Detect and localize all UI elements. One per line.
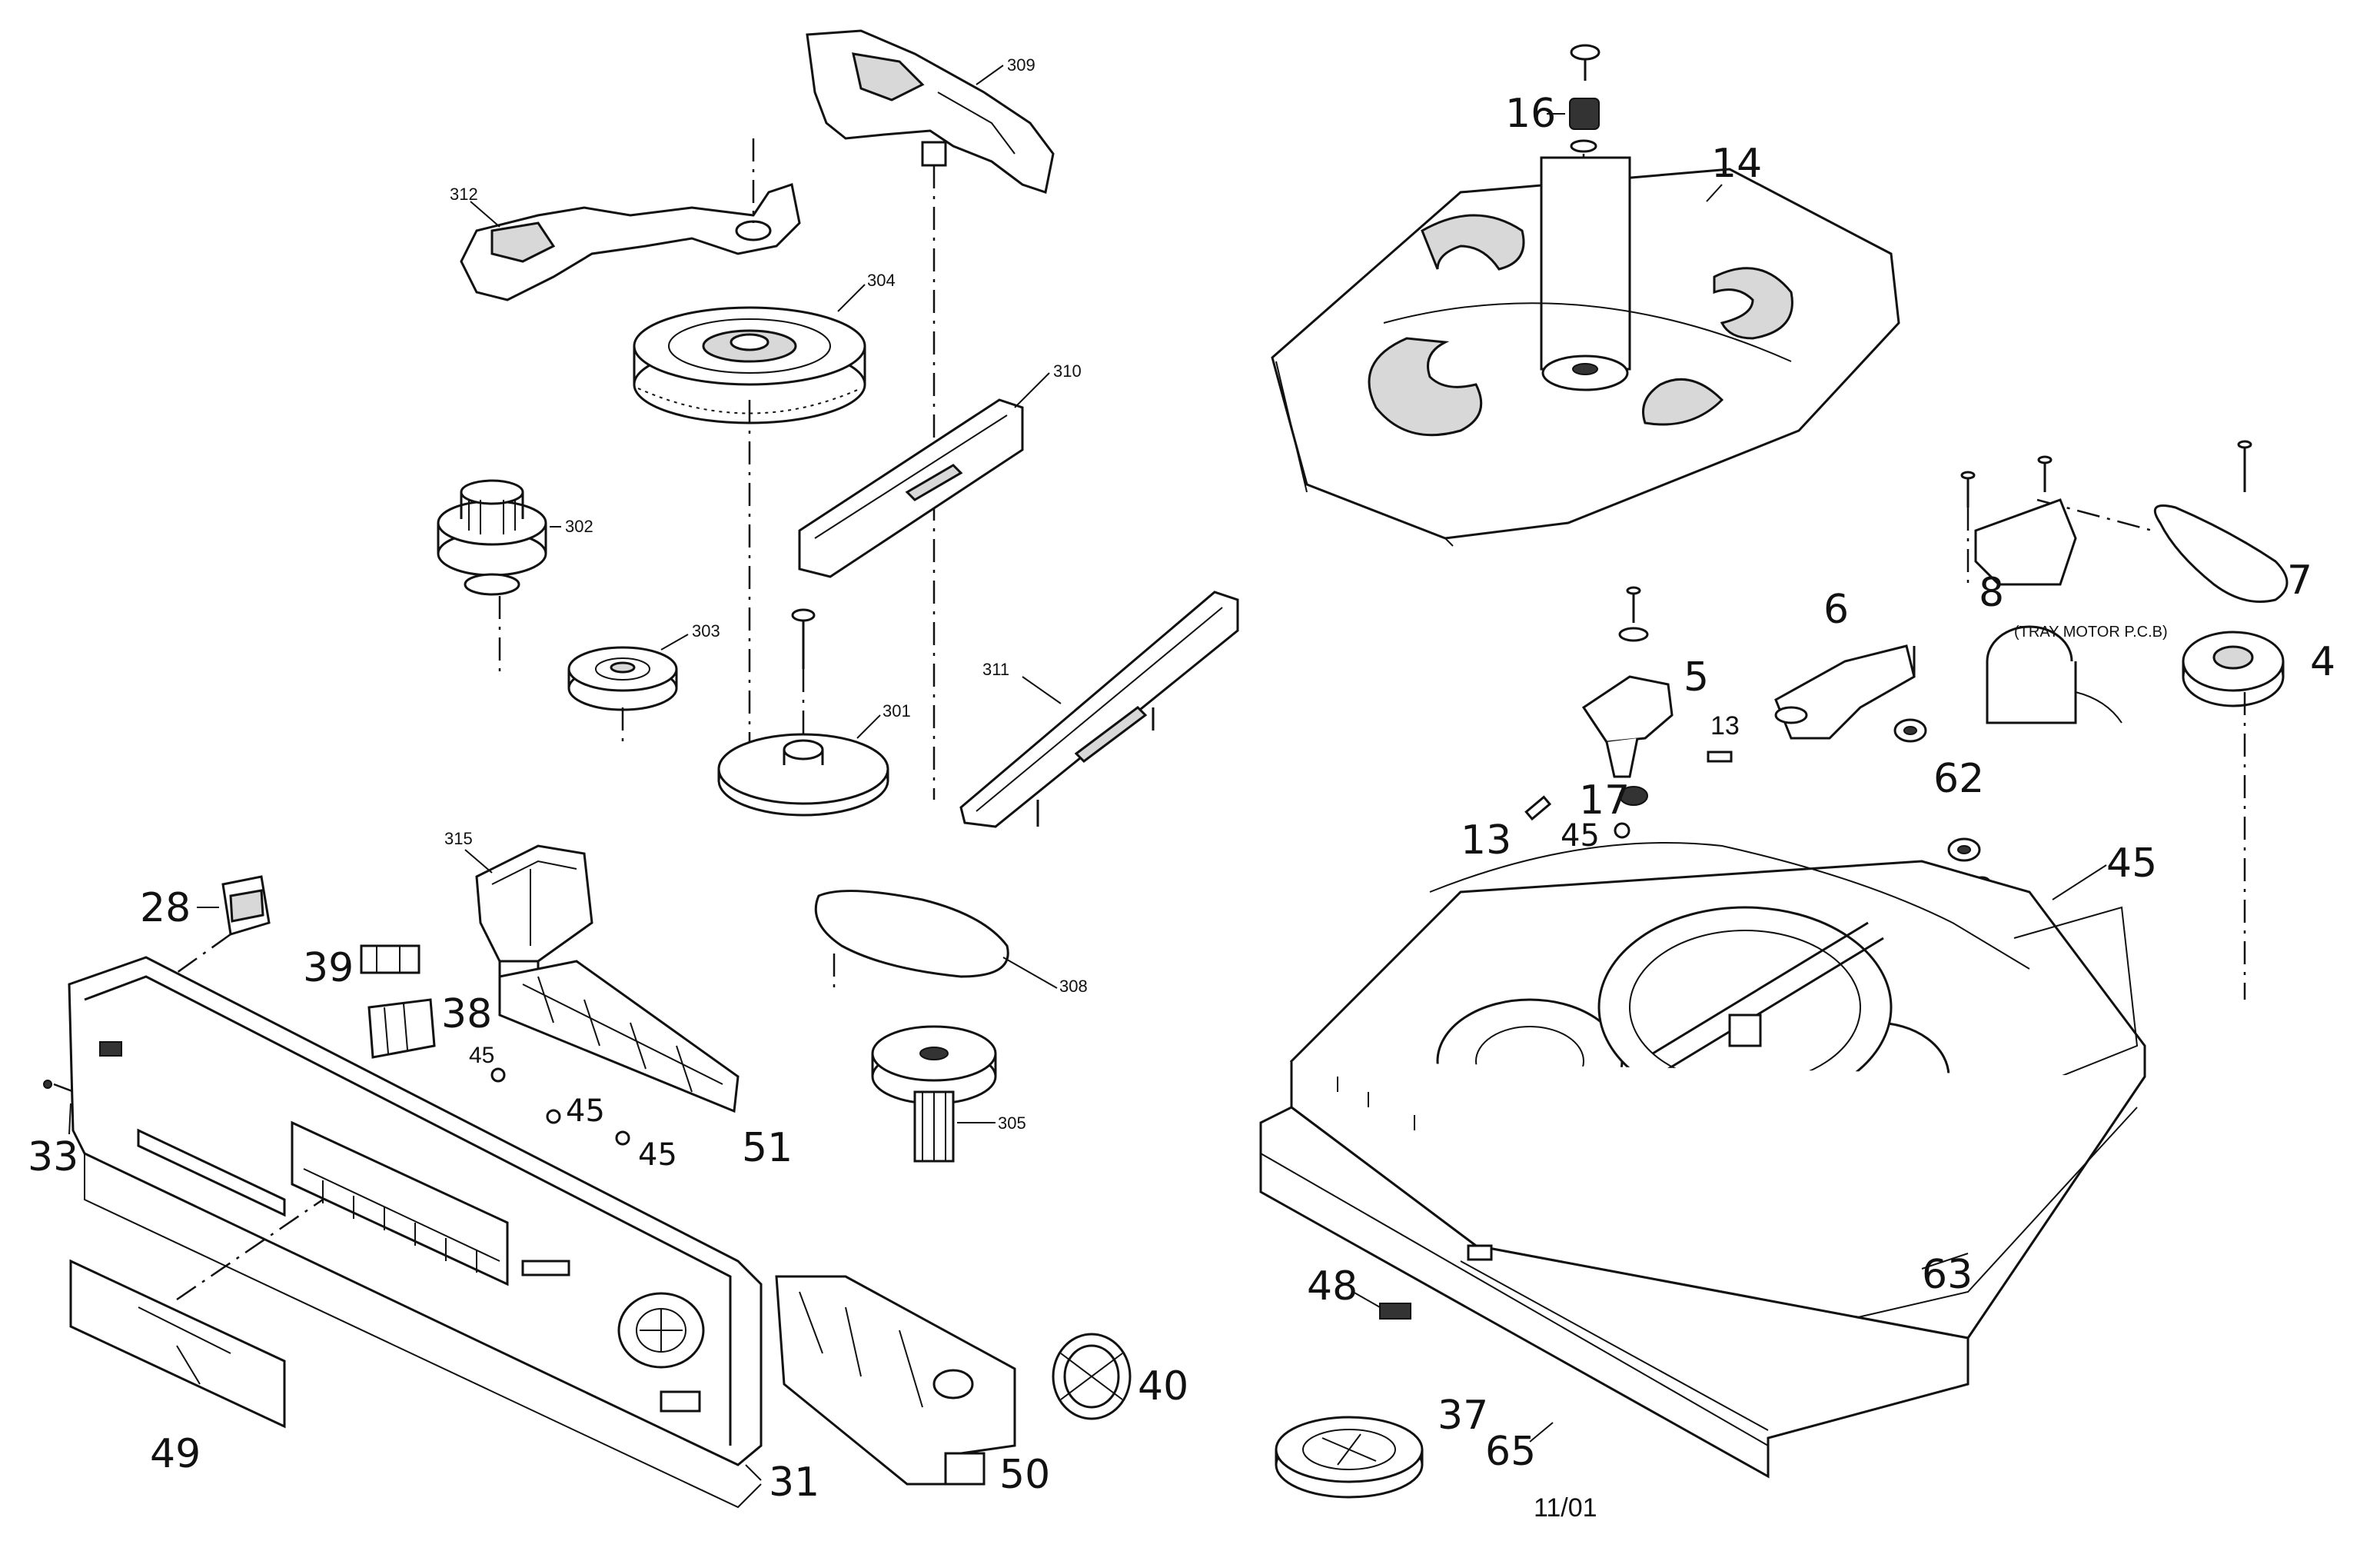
label-51: 51 — [742, 1125, 793, 1171]
label-13-b: 13 — [1461, 817, 1511, 864]
leader-312 — [470, 201, 500, 228]
label-14: 14 — [1711, 141, 1762, 187]
label-45-b: 45 — [2106, 840, 2157, 887]
screws-tray-motor — [1960, 440, 2252, 584]
part-6-lever-bracket — [1774, 644, 1916, 740]
label-303: 303 — [692, 621, 720, 641]
part-63-chassis — [1289, 842, 2146, 1370]
leader-304 — [837, 284, 866, 312]
part-28-transformer — [176, 875, 271, 974]
label-4: 4 — [2310, 639, 2335, 685]
part-311-long-rail — [959, 591, 1239, 828]
label-39: 39 — [303, 945, 354, 991]
label-301: 301 — [883, 701, 911, 721]
part-5-cam — [1581, 586, 1674, 778]
label-48: 48 — [1307, 1263, 1358, 1310]
label-49: 49 — [150, 1431, 201, 1477]
label-38: 38 — [441, 991, 492, 1037]
part-49-display-window — [69, 1198, 324, 1429]
tray-motor-note: (TRAY MOTOR P.C.B) — [2014, 624, 2168, 641]
label-37: 37 — [1438, 1393, 1488, 1439]
leader-310 — [1014, 372, 1050, 408]
label-311: 311 — [982, 660, 1009, 679]
part-45-screw — [546, 1109, 561, 1124]
label-40: 40 — [1138, 1363, 1188, 1410]
label-312: 312 — [450, 185, 478, 204]
label-302: 302 — [565, 517, 593, 536]
part-62-roller — [1893, 718, 1927, 743]
label-8: 8 — [1979, 570, 2004, 616]
leader-63 — [1921, 1253, 1969, 1270]
label-308: 308 — [1059, 977, 1088, 996]
part-31-front-panel — [68, 956, 763, 1509]
part-312-lever — [460, 138, 801, 301]
part-38-button-set — [367, 998, 436, 1059]
label-50: 50 — [999, 1452, 1050, 1498]
leader-308 — [1002, 957, 1058, 989]
part-16-screw-spring — [1569, 44, 1601, 377]
label-305: 305 — [998, 1113, 1026, 1133]
part-4-pulley — [2182, 631, 2285, 1000]
label-45-c: 45 — [469, 1043, 494, 1068]
leader-31 — [745, 1464, 762, 1481]
label-315: 315 — [444, 829, 473, 848]
part-308-belt — [814, 890, 1009, 992]
label-7: 7 — [2287, 557, 2312, 604]
leader-311 — [1022, 676, 1062, 704]
part-309-arm-bracket — [806, 29, 1055, 800]
part-305-motor-pulley — [871, 1025, 997, 1163]
leader-14 — [1706, 184, 1723, 202]
part-13-pad — [1707, 751, 1733, 763]
part-45-screw — [490, 1067, 506, 1083]
label-309: 309 — [1007, 55, 1035, 75]
part-51-key-pcb — [498, 960, 740, 1113]
part-8-tray-motor — [1974, 498, 2122, 724]
label-31: 31 — [769, 1459, 819, 1506]
part-315-switch-block — [475, 844, 593, 977]
part-37-knob — [1275, 1416, 1424, 1499]
label-63: 63 — [1922, 1252, 1973, 1298]
leader-309 — [976, 65, 1004, 85]
part-303-small-gear — [567, 646, 678, 746]
leader-315 — [464, 849, 493, 874]
label-304: 304 — [867, 271, 896, 290]
leader-48 — [1352, 1291, 1381, 1308]
part-301-gear — [717, 608, 889, 817]
part-40-knob — [1052, 1333, 1132, 1420]
label-45-e: 45 — [638, 1137, 677, 1173]
label-65: 65 — [1485, 1429, 1536, 1475]
part-45-washer — [1614, 822, 1630, 839]
label-45-d: 45 — [566, 1093, 605, 1129]
leader-65 — [1529, 1422, 1554, 1443]
part-62-roller — [1947, 837, 1981, 862]
part-65-front-panel — [1259, 1106, 1969, 1479]
label-62-a: 62 — [1933, 756, 1984, 802]
part-39-connector — [360, 944, 420, 974]
label-28: 28 — [140, 885, 191, 931]
leader-45-b — [2052, 864, 2107, 900]
part-304-large-gear — [633, 306, 866, 769]
leader-303 — [660, 634, 689, 651]
part-45-screw — [615, 1130, 630, 1146]
label-310: 310 — [1053, 361, 1082, 381]
part-48-button — [1379, 1303, 1411, 1320]
part-17-spring — [1619, 786, 1648, 806]
part-7-belt — [2036, 498, 2289, 603]
part-14-disc-turntable — [1271, 156, 1900, 547]
label-5: 5 — [1684, 654, 1709, 701]
leader-301 — [856, 714, 881, 739]
part-310-rail — [798, 398, 1024, 578]
label-33: 33 — [28, 1134, 78, 1180]
part-302-pinion-cluster — [437, 479, 547, 677]
label-17: 17 — [1579, 777, 1630, 824]
label-13-a: 13 — [1710, 711, 1740, 741]
label-6: 6 — [1823, 587, 1849, 633]
part-50-circuit-board — [775, 1275, 1016, 1486]
part-13-pad — [1524, 795, 1552, 821]
footer-code: 11/01 — [1534, 1493, 1597, 1523]
